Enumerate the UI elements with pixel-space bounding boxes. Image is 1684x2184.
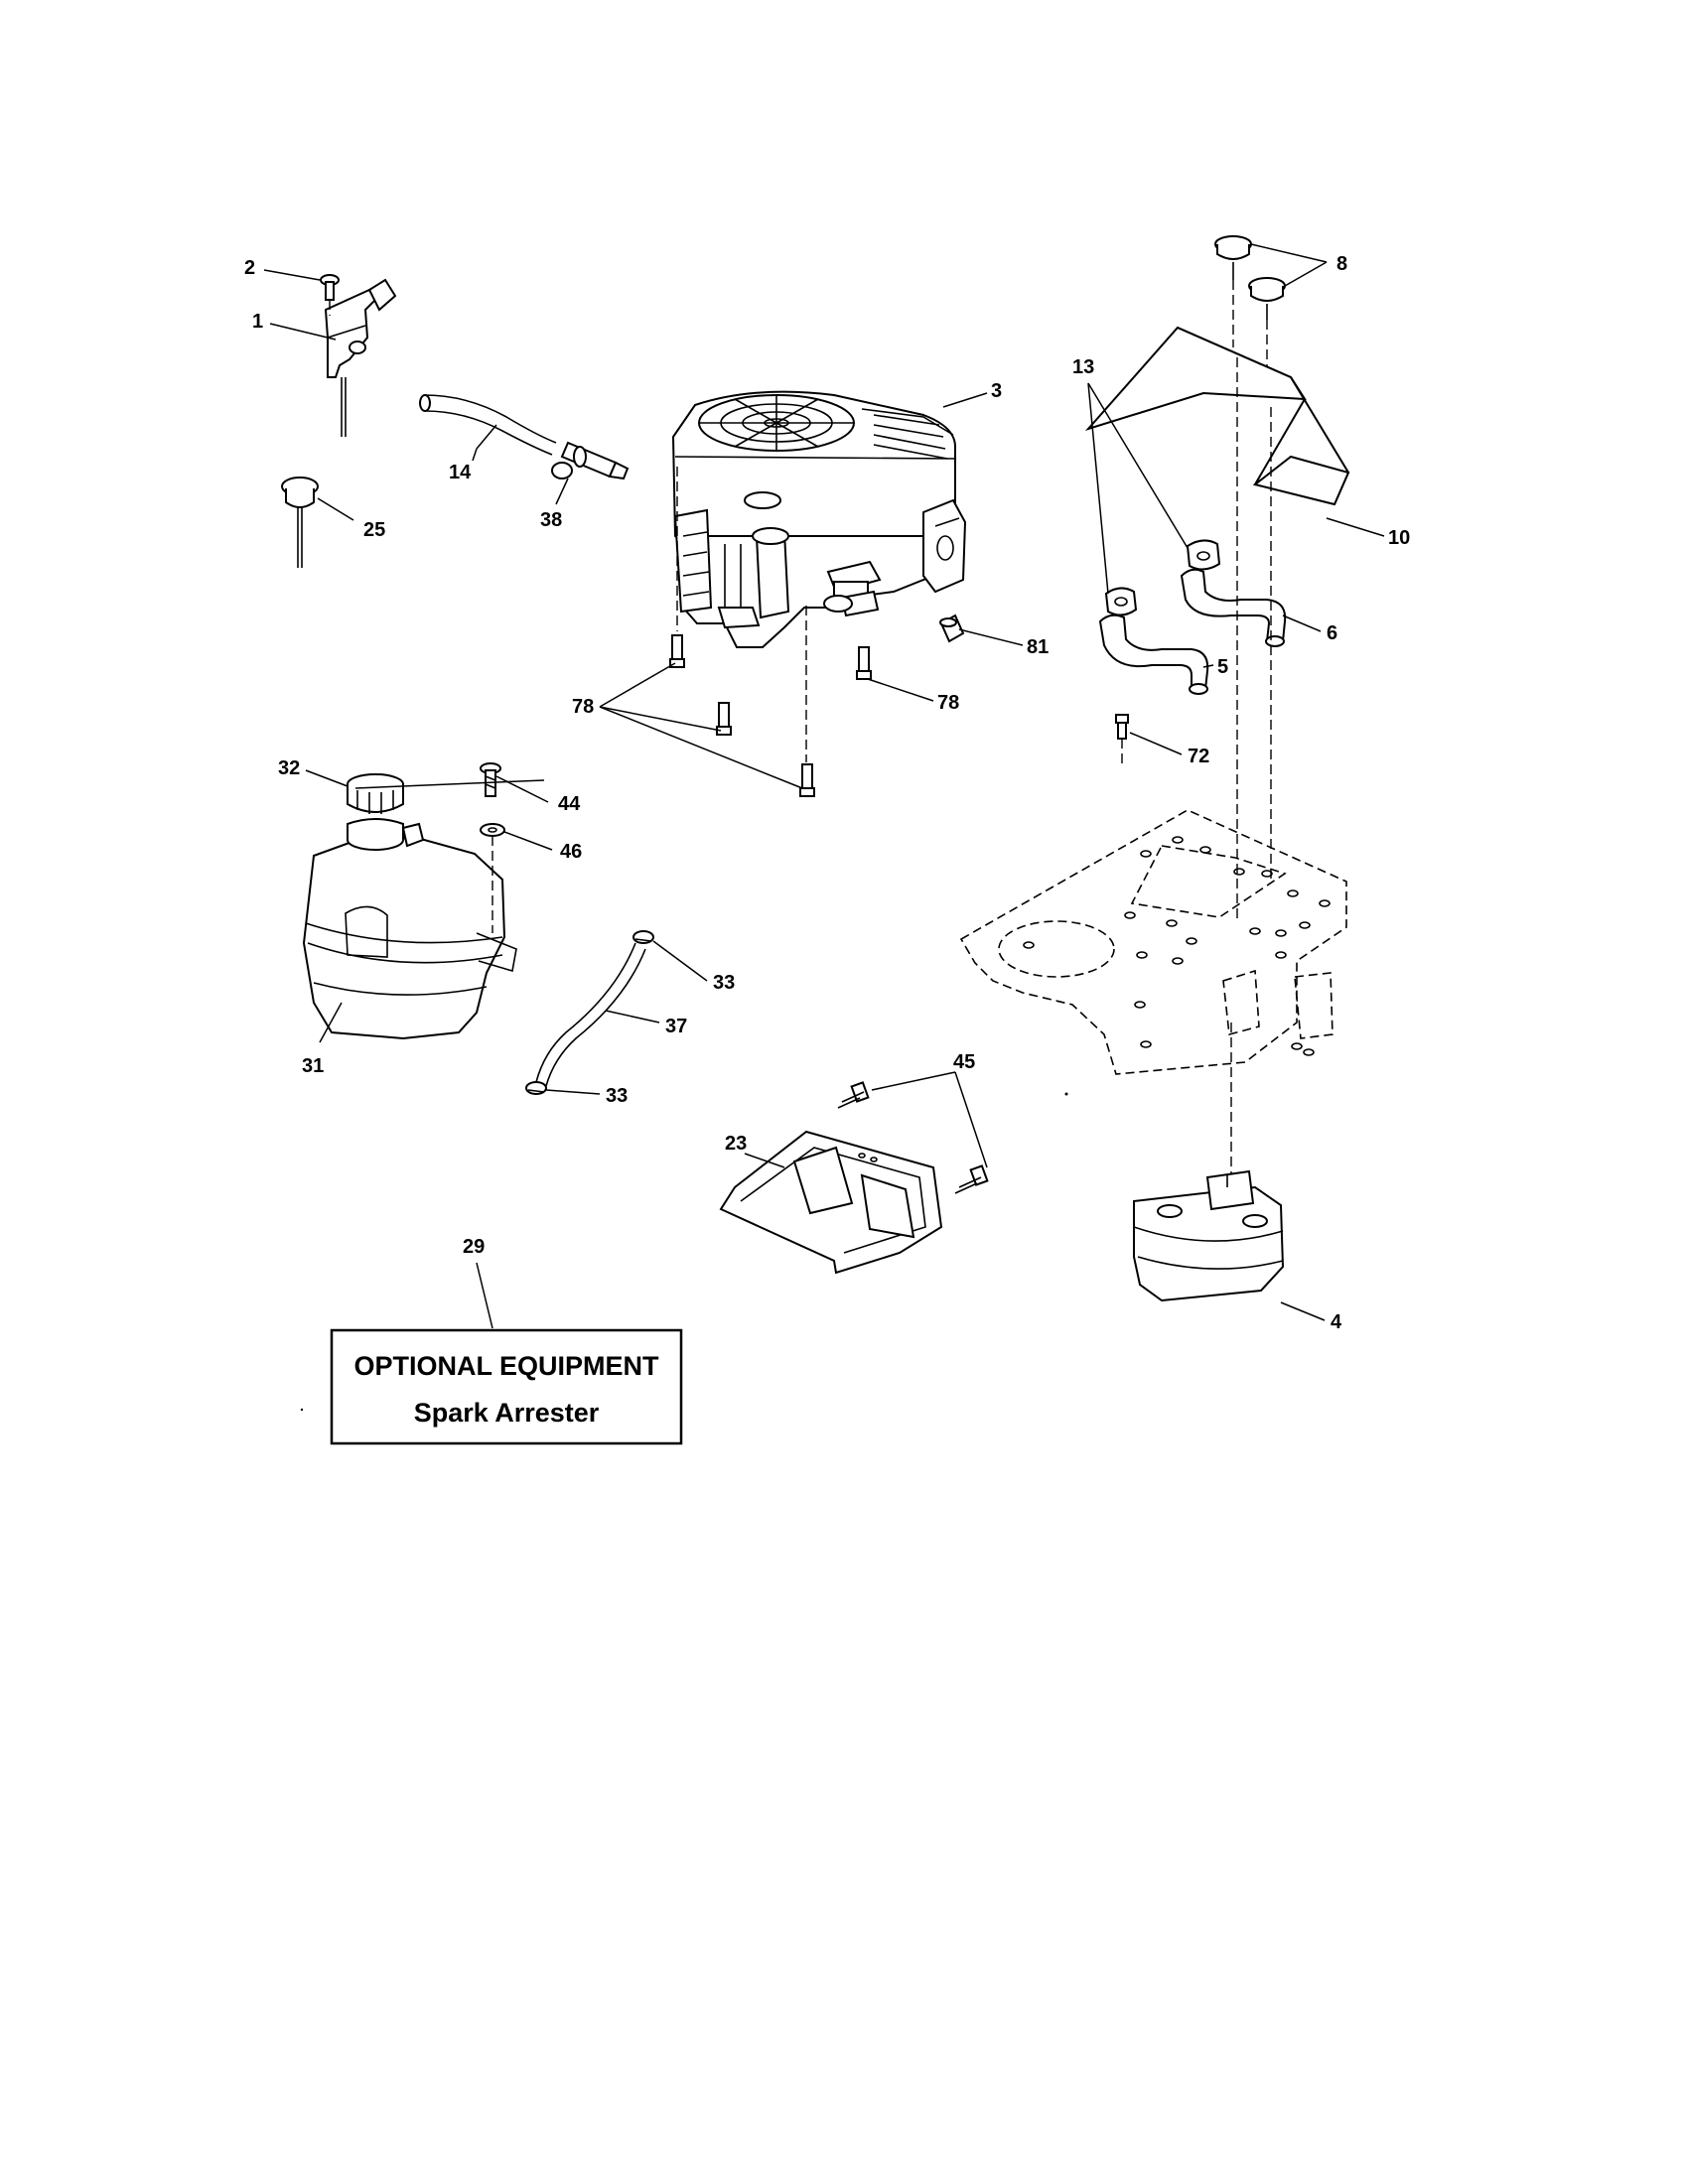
optional-equipment-title: OPTIONAL EQUIPMENT: [353, 1351, 659, 1381]
bolt-part-72[interactable]: [1115, 714, 1129, 740]
callout-25: 25: [363, 519, 385, 541]
callout-45: 45: [953, 1051, 975, 1073]
callout-1: 1: [252, 311, 263, 333]
leader-lines: [263, 243, 1385, 1329]
gasket-part-13-b[interactable]: [1104, 587, 1138, 616]
fuel-cap-part[interactable]: [347, 773, 404, 814]
engine-mount-plate: [959, 357, 1347, 1187]
optional-equipment-box[interactable]: OPTIONAL EQUIPMENT Spark Arrester: [330, 1328, 683, 1445]
callout-46: 46: [560, 841, 582, 863]
scan-dot: [1064, 1092, 1068, 1096]
heat-shield-bolt-part-8-b[interactable]: [1248, 277, 1286, 397]
callout-5: 5: [1217, 656, 1228, 678]
callout-23: 23: [725, 1133, 747, 1155]
callout-81: 81: [1027, 636, 1049, 658]
hose-clamp-part-33-b[interactable]: [525, 1081, 547, 1095]
callout-4: 4: [1331, 1311, 1342, 1333]
engine-bolt-part-78-c[interactable]: [799, 606, 815, 797]
callout-31: 31: [302, 1055, 324, 1077]
exhaust-pipe-part-6[interactable]: [1180, 568, 1287, 647]
callout-78-left: 78: [572, 696, 594, 718]
callout-2: 2: [244, 257, 255, 279]
callout-29: 29: [463, 1236, 485, 1258]
callout-10: 10: [1388, 527, 1410, 549]
heat-shield-part[interactable]: [1084, 326, 1350, 506]
engine-bolt-part-78-d[interactable]: [856, 646, 872, 680]
callout-13: 13: [1072, 356, 1094, 378]
fuel-filter-part[interactable]: [551, 441, 630, 480]
fuel-line-part-37[interactable]: [535, 942, 646, 1087]
spark-arrester-label: Spark Arrester: [414, 1398, 600, 1428]
callout-44: 44: [558, 793, 581, 815]
bracket-plate-part[interactable]: [719, 1130, 943, 1275]
exhaust-pipe-part-5[interactable]: [1098, 614, 1209, 695]
engine-bolt-part-78-b[interactable]: [716, 702, 732, 736]
gasket-part-13-a[interactable]: [1186, 539, 1221, 571]
scan-dot: [300, 1408, 304, 1412]
callout-78-right: 78: [937, 692, 959, 714]
callout-72: 72: [1188, 746, 1209, 767]
bolt-part-45-b[interactable]: [954, 1164, 989, 1194]
callout-33-bottom: 33: [606, 1085, 628, 1107]
bolt-part-45-a[interactable]: [837, 1081, 870, 1109]
callout-33-top: 33: [713, 972, 735, 994]
callout-labels: 2 1 3 14 38 25 81 8 10 13 6 5 72 78 78 3…: [244, 253, 1410, 1333]
screw-part-44[interactable]: [480, 762, 501, 797]
engine-bolt-part-78-a[interactable]: [669, 467, 685, 668]
muffler-part[interactable]: [1133, 1169, 1285, 1302]
callout-38: 38: [540, 509, 562, 531]
washer-part-46[interactable]: [480, 823, 505, 933]
cap-part-81[interactable]: [939, 614, 965, 643]
callout-3: 3: [991, 380, 1002, 402]
callout-6: 6: [1327, 622, 1337, 644]
throttle-control-part[interactable]: [324, 278, 397, 437]
callout-32: 32: [278, 757, 300, 779]
fuel-hose-part[interactable]: [419, 394, 557, 456]
callout-37: 37: [665, 1016, 687, 1037]
heat-shield-bolt-part-8-a[interactable]: [1214, 235, 1252, 347]
choke-knob-part[interactable]: [281, 477, 319, 568]
hose-clamp-part-33-a[interactable]: [632, 930, 654, 944]
callout-14: 14: [449, 462, 472, 483]
screw-part-2[interactable]: [320, 274, 340, 316]
fuel-tank-part[interactable]: [302, 818, 517, 1040]
engine-part[interactable]: [671, 390, 967, 648]
callout-8: 8: [1336, 253, 1347, 275]
